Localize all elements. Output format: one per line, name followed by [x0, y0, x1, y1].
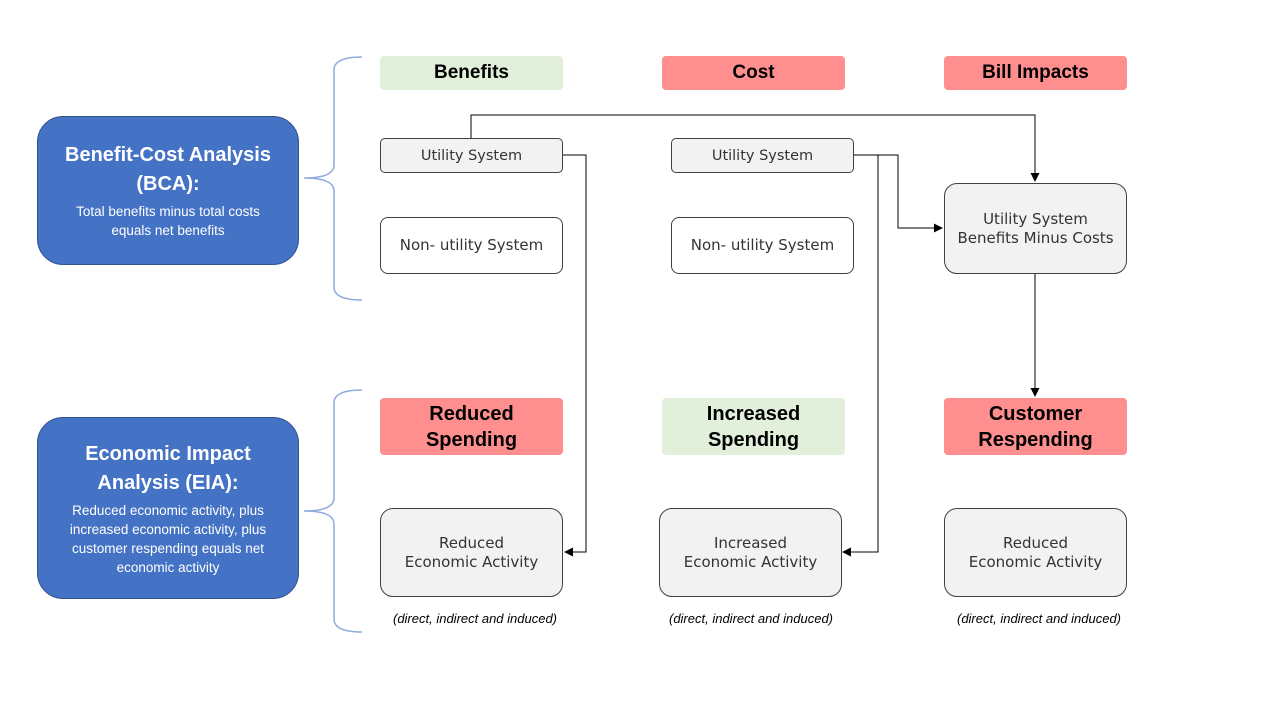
- benefits-to-reduced-activity-arrow: [563, 154, 587, 557]
- cost-non-utility-box: Non- utility System: [671, 217, 854, 274]
- cost-note: (direct, indirect and induced): [668, 611, 834, 626]
- cost-header: Cost: [662, 56, 845, 90]
- increased-spending-header: Increased Spending: [662, 398, 845, 455]
- eia-title: Economic Impact Analysis (EIA):: [85, 442, 251, 494]
- reduced-spending-header: Reduced Spending: [380, 398, 563, 455]
- cost-to-increased-activity-arrow: [842, 155, 879, 557]
- bca-description: Total benefits minus total costs equals …: [76, 204, 260, 238]
- cost-utility-system-box: Utility System: [671, 138, 854, 173]
- benefits-utility-system-box: Utility System: [380, 138, 563, 173]
- bca-brace: [303, 56, 363, 301]
- cost-to-bill-arrow: [853, 154, 943, 233]
- respending-economic-activity-box: Reduced Economic Activity: [944, 508, 1127, 597]
- bca-title: Benefit-Cost Analysis (BCA):: [65, 144, 271, 195]
- bill-impacts-note: (direct, indirect and induced): [956, 611, 1122, 626]
- customer-respending-header: Customer Respending: [944, 398, 1127, 455]
- eia-panel: Economic Impact Analysis (EIA): Reduced …: [37, 417, 299, 599]
- benefits-to-bill-arrow: [470, 114, 1040, 182]
- utility-net-benefits-box: Utility System Benefits Minus Costs: [944, 183, 1127, 274]
- benefits-note: (direct, indirect and induced): [392, 611, 558, 626]
- eia-brace: [303, 389, 363, 633]
- bca-panel: Benefit-Cost Analysis (BCA): Total benef…: [37, 116, 299, 265]
- bill-impacts-header: Bill Impacts: [944, 56, 1127, 90]
- increased-economic-activity-box: Increased Economic Activity: [659, 508, 842, 597]
- benefits-non-utility-box: Non- utility System: [380, 217, 563, 274]
- benefits-header: Benefits: [380, 56, 563, 90]
- reduced-economic-activity-box: Reduced Economic Activity: [380, 508, 563, 597]
- eia-description: Reduced economic activity, plus increase…: [69, 502, 267, 575]
